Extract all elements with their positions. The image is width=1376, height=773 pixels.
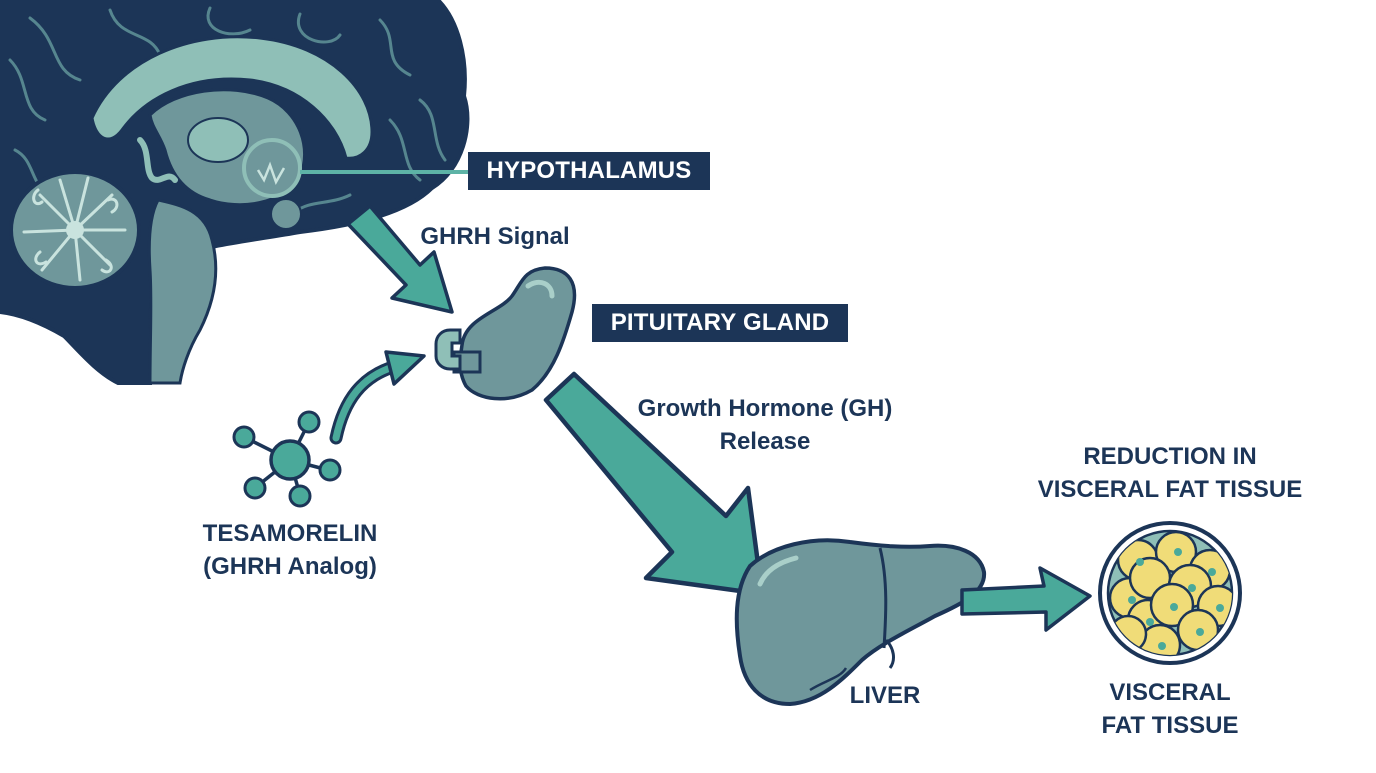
tesamorelin-line-2: (GHRH Analog) (203, 553, 377, 580)
ghrh-arrow (346, 204, 454, 314)
reduction-line-1: REDUCTION IN (1083, 443, 1257, 470)
tesamorelin-label: TESAMORELIN (GHRH Analog) (170, 517, 410, 583)
visceral-fat-line-1: VISCERAL (1109, 679, 1231, 706)
pituitary-gland-label: PITUITARY GLAND (592, 304, 848, 342)
hypothalamus-label: HYPOTHALAMUS (468, 152, 710, 190)
gh-release-label: Growth Hormone (GH) Release (600, 392, 930, 458)
gh-release-arrow (543, 371, 765, 597)
reduction-label: REDUCTION IN VISCERAL FAT TISSUE (1010, 440, 1330, 506)
reduction-line-2: VISCERAL FAT TISSUE (1037, 476, 1303, 503)
gh-release-line-1: Growth Hormone (GH) (637, 395, 893, 422)
visceral-fat-label: VISCERAL FAT TISSUE (1070, 676, 1270, 742)
tesamorelin-arrow (329, 350, 426, 445)
liver-label: LIVER (849, 682, 921, 709)
visceral-fat-line-2: FAT TISSUE (1101, 712, 1239, 739)
ghrh-signal-label: GHRH Signal (420, 223, 570, 250)
molecule-icon (232, 410, 342, 508)
fat-reduction-arrow (960, 566, 1092, 632)
brain-icon (0, 0, 470, 385)
pituitary-icon (434, 266, 577, 401)
liver-icon (734, 538, 987, 707)
gh-release-line-2: Release (719, 428, 811, 455)
fat-cells-icon (1098, 521, 1242, 665)
tesamorelin-line-1: TESAMORELIN (202, 520, 378, 547)
